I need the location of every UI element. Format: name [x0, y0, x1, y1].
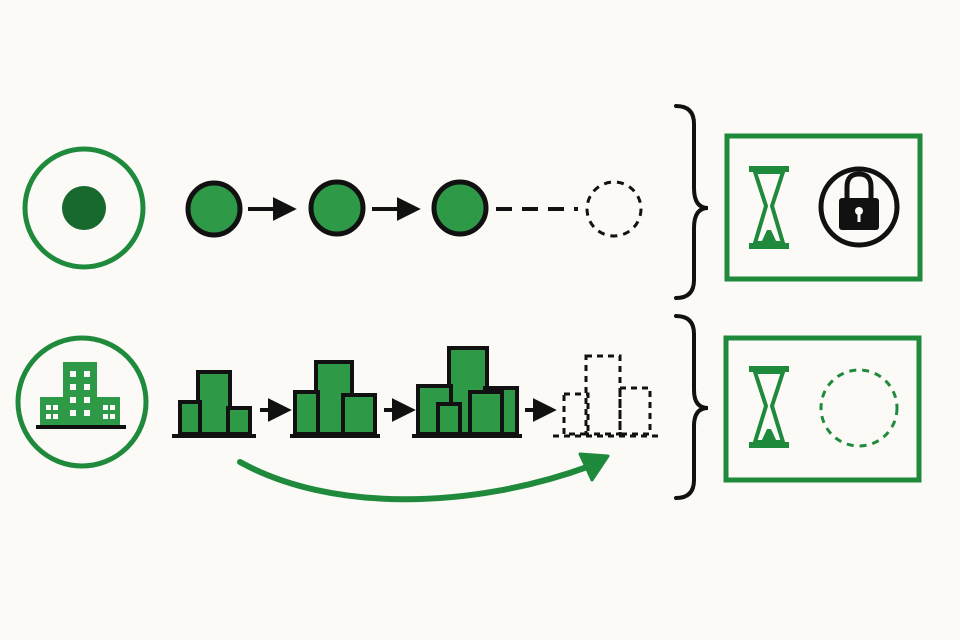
filled-dot-icon	[431, 179, 489, 237]
small-building-cluster-icon	[172, 370, 256, 438]
outcome-box	[724, 133, 923, 282]
filled-dot-icon	[185, 180, 243, 238]
building-icon	[15, 335, 149, 469]
outcome-box	[723, 335, 922, 483]
row-2	[15, 314, 922, 503]
curly-brace-icon	[674, 104, 709, 300]
padlock-icon	[818, 166, 900, 248]
row-2-sequence	[172, 346, 660, 438]
growth-arrow-icon	[237, 452, 610, 503]
filled-dot-icon	[308, 179, 366, 237]
single-dot-target-icon	[22, 146, 146, 270]
large-building-cluster-icon	[412, 346, 522, 438]
row-1	[22, 104, 923, 300]
medium-building-cluster-icon	[290, 360, 380, 438]
hourglass-icon	[749, 366, 789, 448]
hourglass-icon	[749, 166, 789, 249]
curly-brace-icon	[674, 314, 709, 500]
dashed-empty-circle-icon	[819, 368, 899, 448]
row-1-sequence	[185, 179, 643, 238]
dashed-empty-dot-icon	[585, 180, 643, 238]
dashed-building-cluster-icon	[553, 354, 660, 438]
